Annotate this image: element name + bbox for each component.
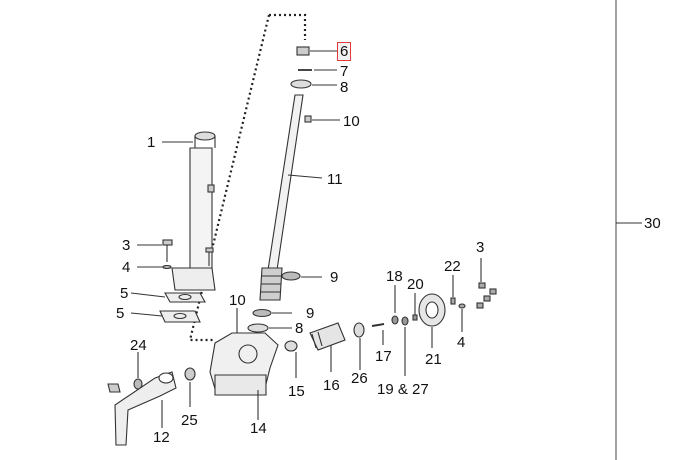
part-3-bolt-right bbox=[476, 258, 497, 309]
part-5-gasket-lower bbox=[130, 310, 201, 323]
part-3-bolt-left bbox=[137, 239, 214, 266]
part-11-steering-shaft bbox=[259, 94, 323, 301]
part-16-pinion-gear bbox=[309, 322, 346, 372]
part-9-spring-lower bbox=[252, 308, 292, 318]
part-24-nut bbox=[107, 352, 143, 393]
callout-30: 30 bbox=[644, 215, 661, 232]
callout-3: 3 bbox=[476, 239, 485, 256]
part-6-cap bbox=[296, 46, 337, 56]
callout-9: 9 bbox=[306, 305, 315, 322]
part-25-seal bbox=[184, 367, 196, 407]
callout-22: 22 bbox=[444, 258, 461, 275]
callout-3: 3 bbox=[122, 237, 131, 254]
part-8-ring-top bbox=[290, 79, 337, 89]
callout-11: 11 bbox=[327, 171, 343, 188]
callout-18: 18 bbox=[386, 268, 403, 285]
callout-19-27: 19 & 27 bbox=[377, 381, 429, 398]
callout-25: 25 bbox=[181, 412, 198, 429]
callout-20: 20 bbox=[407, 276, 424, 293]
callout-12: 12 bbox=[153, 429, 170, 446]
callout-5: 5 bbox=[116, 305, 125, 322]
part-5-gasket-upper bbox=[130, 292, 206, 303]
callout-7: 7 bbox=[340, 63, 349, 80]
part-1-column-tube bbox=[162, 131, 216, 291]
callout-14: 14 bbox=[250, 420, 267, 437]
part-21-flange-cover bbox=[418, 293, 446, 348]
part-14-gear-housing bbox=[209, 308, 279, 420]
callout-16: 16 bbox=[323, 377, 340, 394]
callout-5: 5 bbox=[120, 285, 129, 302]
part-22-fitting bbox=[450, 275, 456, 305]
part-15-bushing bbox=[284, 340, 298, 378]
part-4-washer-left bbox=[137, 264, 172, 270]
callout-15: 15 bbox=[288, 383, 305, 400]
callout-10: 10 bbox=[343, 113, 360, 130]
part-19-27-nut bbox=[401, 316, 409, 376]
part-18-washer bbox=[391, 285, 399, 325]
callout-10: 10 bbox=[229, 292, 246, 309]
callout-8: 8 bbox=[295, 320, 304, 337]
callout-26: 26 bbox=[351, 370, 368, 387]
callout-17: 17 bbox=[375, 348, 392, 365]
part-17-pin bbox=[371, 323, 385, 345]
callout-4: 4 bbox=[122, 259, 131, 276]
callout-1: 1 bbox=[147, 134, 156, 151]
dotted-boundary bbox=[188, 13, 307, 342]
callout-21: 21 bbox=[425, 351, 442, 368]
callout-6-highlighted: 6 bbox=[336, 42, 352, 61]
callout-24: 24 bbox=[130, 337, 147, 354]
callout-4: 4 bbox=[457, 334, 466, 351]
part-26-seal bbox=[353, 322, 365, 370]
part-4-washer-right bbox=[458, 303, 466, 332]
part-10-pin-top bbox=[304, 115, 340, 123]
callout-9: 9 bbox=[330, 269, 339, 286]
callout-8: 8 bbox=[340, 79, 349, 96]
part-8-ring-lower bbox=[247, 323, 292, 333]
part-9-spring-upper bbox=[281, 271, 322, 281]
part-12-pitman-arm bbox=[114, 371, 177, 446]
part-20-pin bbox=[412, 293, 418, 321]
